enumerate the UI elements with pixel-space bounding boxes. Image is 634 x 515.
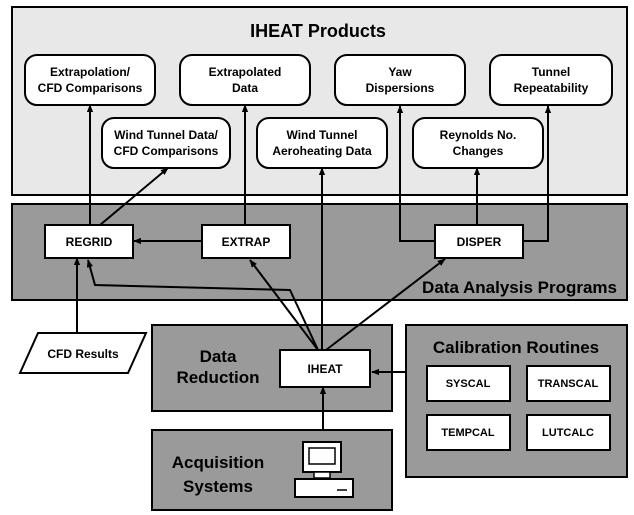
svg-text:SYSCAL: SYSCAL <box>446 378 491 390</box>
svg-text:CFD Comparisons: CFD Comparisons <box>38 81 143 95</box>
acquisition-title-line1: Acquisition <box>172 453 265 472</box>
svg-text:Tunnel: Tunnel <box>532 65 570 79</box>
svg-text:Dispersions: Dispersions <box>366 81 435 95</box>
iheat-to-extrap-arrow <box>249 259 319 351</box>
routine-syscal: SYSCAL <box>426 365 511 402</box>
program-regrid: REGRID <box>44 224 134 259</box>
product-extrapolated-data: Extrapolated Data <box>179 54 311 106</box>
svg-text:Data: Data <box>232 81 258 95</box>
reduction-title-line2: Reduction <box>176 368 259 387</box>
iheat-box: IHEAT <box>279 349 371 388</box>
svg-text:LUTCALC: LUTCALC <box>542 427 594 439</box>
routine-tempcal: TEMPCAL <box>426 414 511 451</box>
computer-icon <box>294 441 354 498</box>
svg-text:TEMPCAL: TEMPCAL <box>441 427 494 439</box>
svg-text:REGRID: REGRID <box>66 235 113 249</box>
reduction-title-line1: Data <box>200 347 237 366</box>
program-extrap: EXTRAP <box>201 224 291 259</box>
svg-text:TRANSCAL: TRANSCAL <box>538 378 599 390</box>
acquisition-title-line2: Systems <box>183 477 253 496</box>
product-extrapolation-cfd: Extrapolation/ CFD Comparisons <box>24 54 156 106</box>
product-tunnel-repeatability: Tunnel Repeatability <box>489 54 613 106</box>
svg-text:Wind Tunnel: Wind Tunnel <box>287 128 358 142</box>
svg-text:Repeatability: Repeatability <box>514 81 589 95</box>
product-reynolds-changes: Reynolds No. Changes <box>412 117 544 169</box>
calibration-title: Calibration Routines <box>433 338 599 357</box>
connectors <box>73 104 552 430</box>
program-disper: DISPER <box>434 224 524 259</box>
svg-text:EXTRAP: EXTRAP <box>222 235 271 249</box>
svg-text:Changes: Changes <box>453 144 504 158</box>
svg-text:IHEAT: IHEAT <box>307 362 343 376</box>
svg-text:Reynolds No.: Reynolds No. <box>440 128 517 142</box>
routine-transcal: TRANSCAL <box>526 365 611 402</box>
product-wind-tunnel-cfd: Wind Tunnel Data/ CFD Comparisons <box>101 117 231 169</box>
disper-to-yaw-arrow <box>396 105 435 242</box>
svg-text:Extrapolated: Extrapolated <box>209 65 282 79</box>
svg-text:CFD Comparisons: CFD Comparisons <box>114 144 219 158</box>
cfd-results: CFD Results <box>18 332 148 374</box>
svg-text:CFD Results: CFD Results <box>47 347 119 361</box>
products-title: IHEAT Products <box>250 21 386 41</box>
regrid-to-windtunnel-cfd-arrow <box>99 167 169 226</box>
product-yaw-dispersions: Yaw Dispersions <box>334 54 466 106</box>
svg-text:Wind Tunnel Data/: Wind Tunnel Data/ <box>114 128 218 142</box>
svg-text:Yaw: Yaw <box>388 65 412 79</box>
svg-text:Extrapolation/: Extrapolation/ <box>50 65 131 79</box>
iheat-to-disper-arrow <box>325 258 446 351</box>
svg-text:DISPER: DISPER <box>457 235 502 249</box>
disper-to-repeatability-arrow <box>523 105 552 242</box>
routine-lutcalc: LUTCALC <box>526 414 611 451</box>
iheat-to-regrid-arrow <box>86 259 319 351</box>
product-wind-tunnel-aeroheating: Wind Tunnel Aeroheating Data <box>256 117 388 169</box>
svg-text:Aeroheating Data: Aeroheating Data <box>272 144 372 158</box>
analysis-title: Data Analysis Programs <box>422 278 617 297</box>
